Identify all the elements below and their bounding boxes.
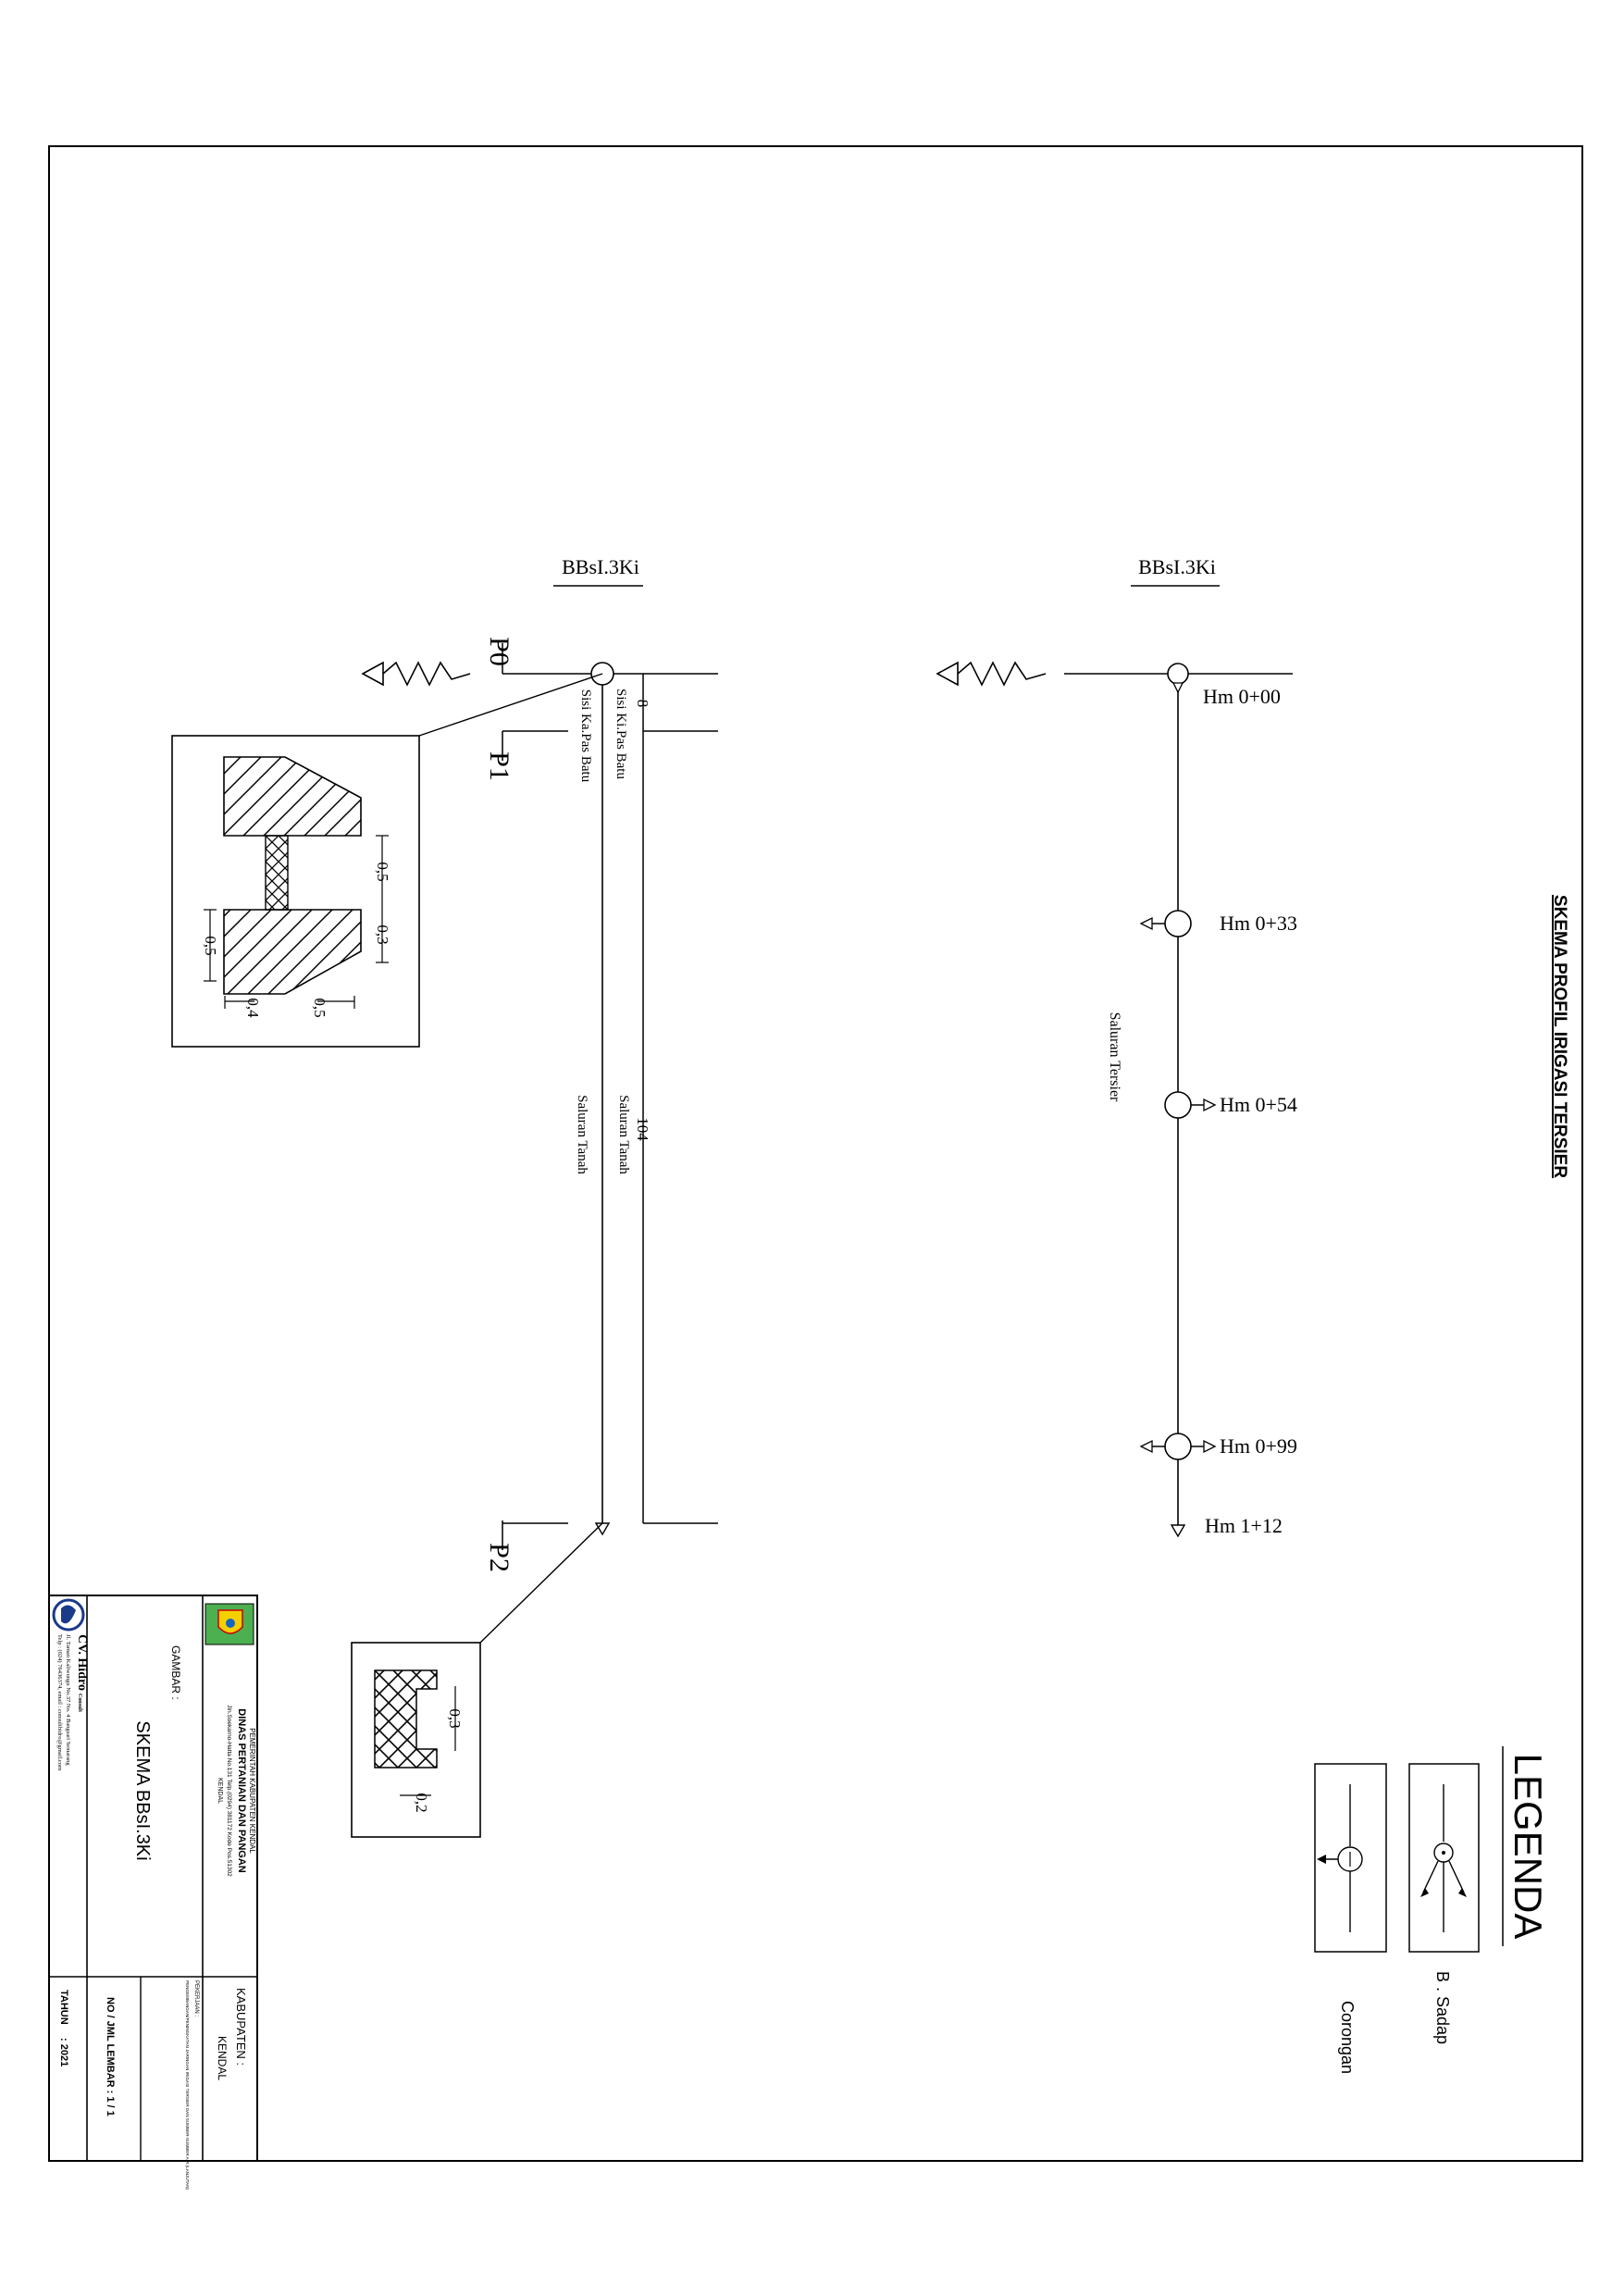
p1-dim-a: 0,5 bbox=[374, 862, 391, 881]
pekerjaan-value: PENGEMBANGAN/PENINGKATAN JARINGAN IRIGAS… bbox=[185, 1980, 190, 2191]
point-p2: P2 bbox=[484, 1543, 514, 1572]
tahun-label: TAHUN bbox=[58, 1990, 69, 2025]
legend-corongan-label: Corongan bbox=[1338, 2001, 1357, 2074]
tahun-value: : 2021 bbox=[58, 2038, 69, 2066]
legend-b-sadap-box bbox=[1408, 1763, 1480, 1953]
dim-top: 8 bbox=[634, 700, 651, 708]
legend-title: LEGENDA bbox=[1506, 1754, 1550, 1940]
inlet-zigzag bbox=[361, 661, 471, 687]
p1-dim-b: 0,3 bbox=[374, 925, 391, 944]
station-hm-0-99: Hm 0+99 bbox=[1220, 1434, 1297, 1458]
station-hm-0-33: Hm 0+33 bbox=[1220, 912, 1297, 935]
point-p1: P1 bbox=[484, 751, 514, 781]
b-sadap-icon bbox=[1420, 1784, 1467, 1932]
legend-b-sadap-label: B . Sadap bbox=[1433, 1971, 1452, 2044]
profile-diagram: BBsI.3Ki P0 P1 P2 8 104 Sisi Ki.Pas Batu… bbox=[171, 555, 718, 1838]
scheme-diagram: BBsI.3Ki Hm 0+00 Hm 0+33 Hm 0+54 Hm 0+99… bbox=[936, 555, 1297, 1538]
label-left-wall: Sisi Ki.Pas Batu bbox=[614, 689, 628, 779]
legend-corongan-box bbox=[1314, 1763, 1387, 1953]
company-address: Jl. Taman Kaliwungu No.37 No. 4 Bangsari… bbox=[65, 1634, 71, 1766]
sheet-border bbox=[48, 145, 1583, 2162]
node-hm-0-99 bbox=[1164, 1433, 1192, 1460]
kabupaten-value: KENDAL bbox=[216, 2036, 229, 2080]
agency-logo bbox=[205, 1603, 254, 1645]
sheet-title: SKEMA PROFIL IRIGASI TERSIER bbox=[1550, 895, 1569, 1178]
pekerjaan-label: PEKERJAAN : bbox=[193, 1980, 199, 2017]
p2-dim-b: 0,2 bbox=[413, 1793, 430, 1812]
station-hm-1-12: Hm 1+12 bbox=[1205, 1514, 1283, 1537]
station-hm-0-54: Hm 0+54 bbox=[1220, 1093, 1297, 1116]
company-name-tag: Consult bbox=[77, 1694, 82, 1712]
lembar-label: NO / JML LEMBAR : 1 / 1 bbox=[105, 1997, 116, 2116]
legend: LEGENDA B . Sadap Corongan bbox=[1314, 1746, 1550, 2074]
agency-name: DINAS PERTANIAN DAN PANGAN bbox=[236, 1708, 247, 1872]
agency-address: Jln.Soekarno-Hatta No.131 Telp.(0294) 38… bbox=[226, 1705, 232, 1877]
scheme-name: BBsI.3Ki bbox=[1138, 555, 1216, 578]
company-logo-icon bbox=[52, 1598, 85, 1632]
company-name: CV. HidroConsult bbox=[75, 1634, 89, 1712]
agency-header: PEMERINTAH KABUPATEN KENDAL bbox=[248, 1728, 256, 1854]
company-name-main: CV. Hidro bbox=[75, 1634, 89, 1691]
channel-end-arrow bbox=[594, 1522, 611, 1536]
agency-city: KENDAL bbox=[217, 1778, 223, 1804]
company-contact: Telp : (024) 76436374, email : consulthi… bbox=[56, 1634, 63, 1770]
title-block: PEMERINTAH KABUPATEN KENDAL DINAS PERTAN… bbox=[48, 1595, 258, 2191]
dim-main: 104 bbox=[634, 1117, 651, 1141]
node-hm-0-54 bbox=[1164, 1091, 1192, 1119]
profile-name: BBsI.3Ki bbox=[562, 555, 639, 578]
section-detail-p2: 0,3 0,2 bbox=[351, 1642, 481, 1838]
node-hm-0-33 bbox=[1164, 910, 1192, 937]
p1-dim-c: 0,5 bbox=[202, 936, 219, 955]
label-left-earth: Saluran Tanah bbox=[616, 1095, 631, 1174]
label-right-wall: Sisi Ka.Pas Batu bbox=[578, 689, 593, 783]
label-right-earth: Saluran Tanah bbox=[575, 1095, 589, 1174]
node-hm-0-00 bbox=[1167, 663, 1189, 685]
gambar-value: SKEMA BBsI.3Ki bbox=[132, 1720, 153, 1860]
corongan-icon bbox=[1317, 1784, 1363, 1932]
p1-dim-d: 0,4 bbox=[244, 998, 262, 1018]
point-p0: P0 bbox=[484, 637, 514, 666]
p2-dim-a: 0,3 bbox=[446, 1708, 464, 1728]
scheme-channel-label: Saluran Tersier bbox=[1107, 1012, 1122, 1102]
gambar-label: GAMBAR : bbox=[169, 1645, 182, 1700]
station-hm-0-00: Hm 0+00 bbox=[1203, 685, 1281, 708]
section-detail-p1: 0,5 0,3 0,5 0,4 0,5 bbox=[171, 735, 420, 1048]
p1-dim-e: 0,5 bbox=[311, 998, 329, 1017]
kabupaten-label: KABUPATEN : bbox=[234, 1988, 248, 2066]
scheme-inlet-zigzag bbox=[936, 661, 1047, 687]
